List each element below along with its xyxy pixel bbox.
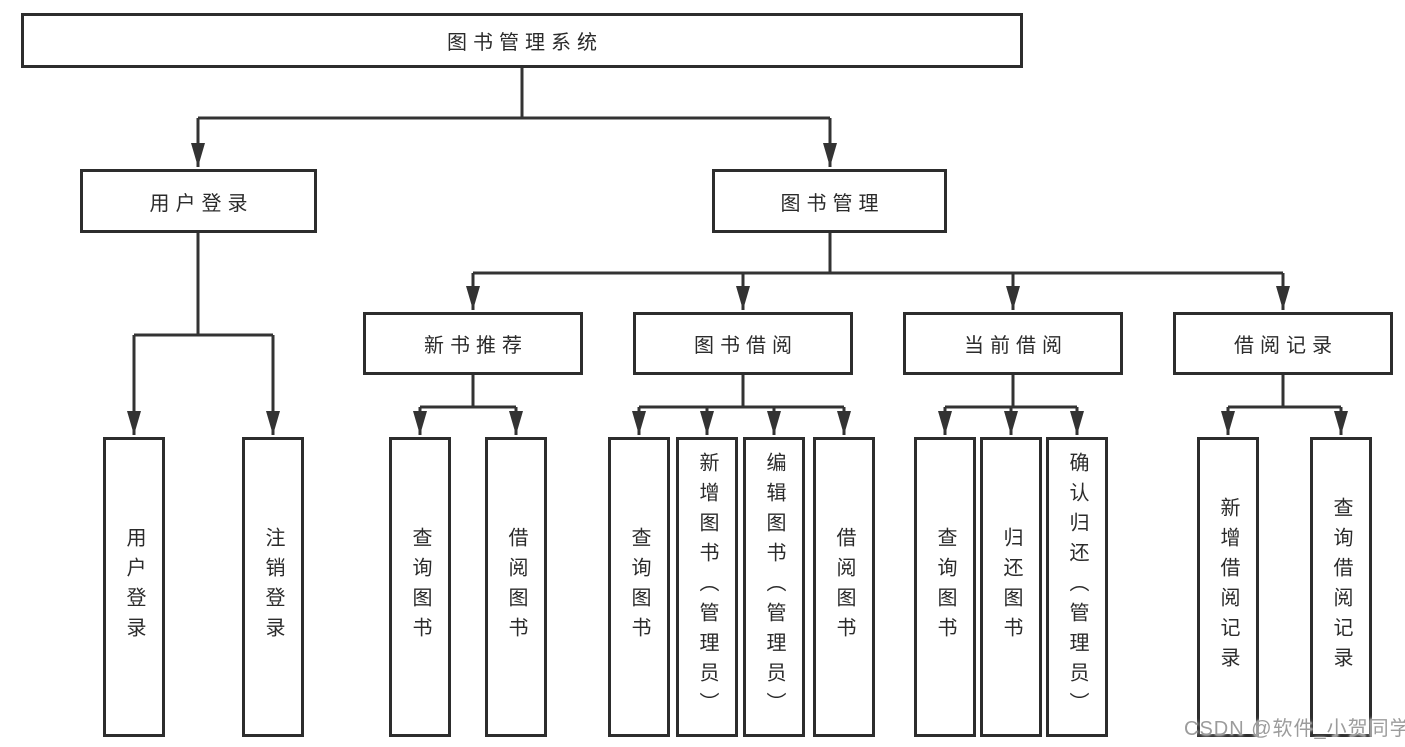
leaf-borrow-edit-books-admin: 编辑图书（管理员）: [743, 437, 805, 737]
connector-new-book-recommend: [413, 375, 523, 435]
node-borrow-records: 借阅记录: [1173, 312, 1393, 375]
node-label: 借阅图书: [505, 527, 527, 647]
connector-current-borrow: [938, 375, 1084, 435]
node-label: 查询借阅记录: [1330, 497, 1352, 677]
leaf-borrow-add-books-admin: 新增图书（管理员）: [676, 437, 738, 737]
node-label: 图书管理: [780, 192, 885, 215]
leaf-records-query-record: 查询借阅记录: [1310, 437, 1372, 737]
node-label: 图书借阅: [694, 335, 798, 357]
node-book-borrow: 图书借阅: [633, 312, 853, 375]
node-label: 新书推荐: [424, 335, 528, 357]
leaf-current-confirm-return-admin: 确认归还（管理员）: [1046, 437, 1108, 737]
node-label: 编辑图书（管理员）: [763, 452, 785, 722]
leaf-newrec-query-books: 查询图书: [389, 437, 451, 737]
node-label: 当前借阅: [964, 335, 1068, 357]
csdn-watermark: CSDN @软件_小贺同学: [1184, 718, 1405, 740]
node-new-book-recommend: 新书推荐: [363, 312, 583, 375]
node-label: 借阅记录: [1234, 335, 1338, 357]
node-label: 查询图书: [409, 527, 431, 647]
connector-user-login: [127, 233, 280, 435]
node-label: 查询图书: [934, 527, 956, 647]
leaf-borrow-query-books: 查询图书: [608, 437, 670, 737]
node-label: 确认归还（管理员）: [1066, 452, 1088, 722]
node-label: 用户登录: [123, 527, 145, 647]
node-label: 用户登录: [149, 192, 254, 215]
node-label: 查询图书: [628, 527, 650, 647]
node-root: 图书管理系统: [21, 13, 1023, 68]
connector-book-borrow: [632, 375, 851, 435]
node-current-borrow: 当前借阅: [903, 312, 1123, 375]
leaf-borrow-borrow-books: 借阅图书: [813, 437, 875, 737]
leaf-current-return-books: 归还图书: [980, 437, 1042, 737]
connector-root: [191, 68, 837, 167]
node-label: 新增图书（管理员）: [696, 452, 718, 722]
node-label: 借阅图书: [833, 527, 855, 647]
node-label: 归还图书: [1000, 527, 1022, 647]
node-book-management: 图书管理: [712, 169, 947, 233]
leaf-user-login: 用户登录: [103, 437, 165, 737]
node-label: 注销登录: [262, 527, 284, 647]
connector-borrow-records: [1221, 375, 1348, 435]
leaf-logout: 注销登录: [242, 437, 304, 737]
leaf-newrec-borrow-books: 借阅图书: [485, 437, 547, 737]
leaf-current-query-books: 查询图书: [914, 437, 976, 737]
node-user-login: 用户登录: [80, 169, 317, 233]
leaf-records-add-record: 新增借阅记录: [1197, 437, 1259, 737]
connector-book-management: [466, 233, 1290, 310]
node-label: 图书管理系统: [447, 32, 603, 54]
node-label: 新增借阅记录: [1217, 497, 1239, 677]
